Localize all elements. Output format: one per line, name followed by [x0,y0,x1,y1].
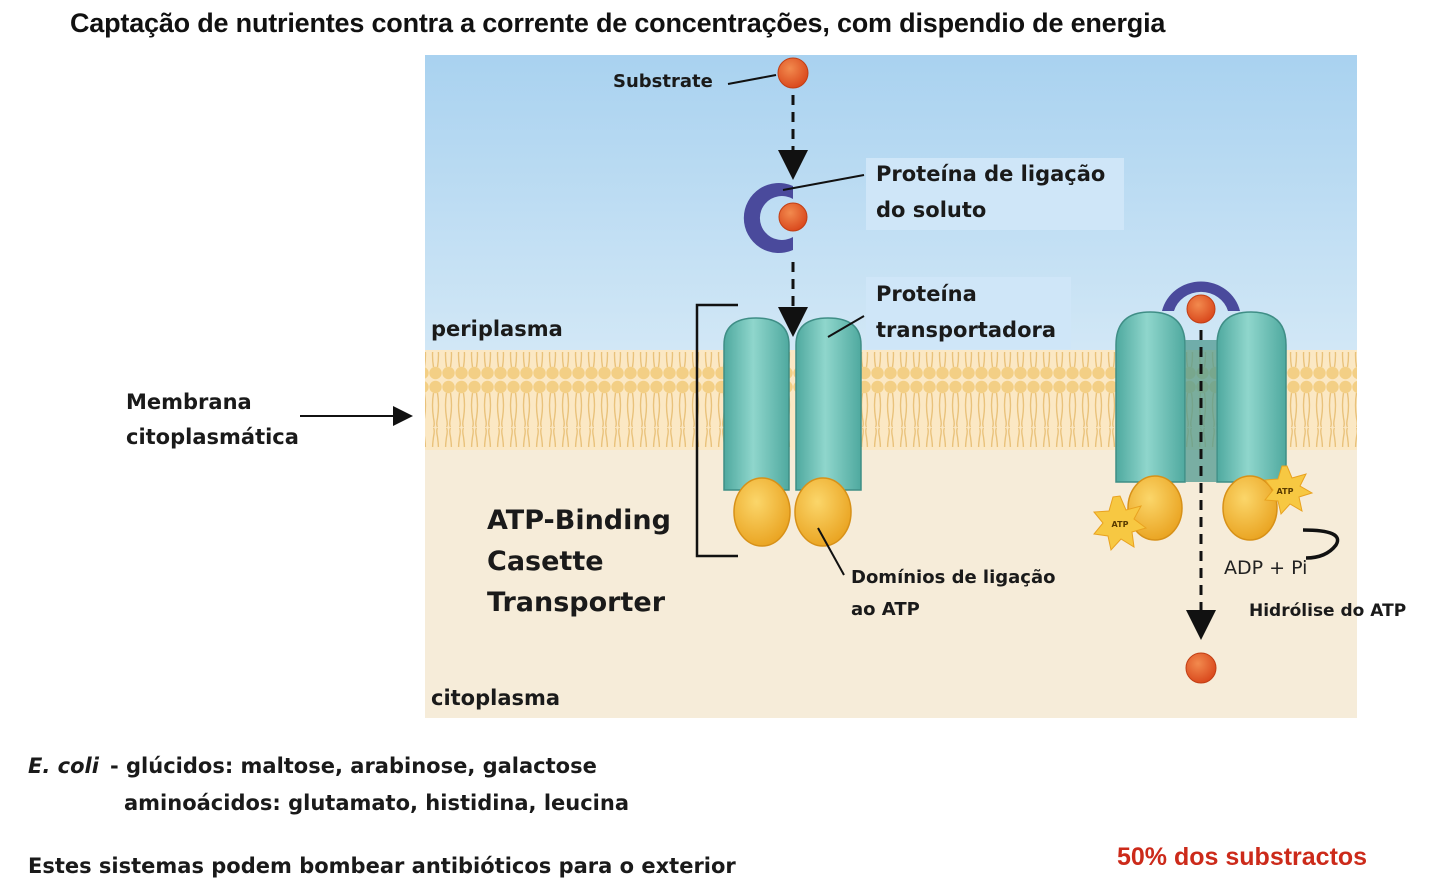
atp-star-label-right: ATP [1277,487,1294,496]
atp-hydrolysis-label: Hidrólise do ATP [1249,601,1407,621]
solute-binding-protein [743,183,793,253]
adp-pi-label: ADP + Pi [1224,557,1308,579]
released-substrate [1185,652,1217,684]
atp-star-label-left: ATP [1112,520,1129,529]
antibiotic-pump-note: Estes sistemas podem bombear antibiótico… [28,854,736,878]
active-atp-domain-right [1222,475,1278,541]
atp-domains-label-line1: Domínios de ligação [851,567,1056,588]
transporter-label-box [866,277,1071,349]
membrane-label-line2: citoplasmática [126,425,299,449]
atp-domains-label-line2: ao ATP [851,599,920,620]
hydrolysis-curved-arrow [1302,528,1340,560]
atp-binding-domain-left [733,477,791,547]
leader-atp-domains [817,527,845,576]
sugars-examples: - glúcidos: maltose, arabinose, galactos… [110,754,597,778]
periplasm-label: periplasma [431,317,563,341]
page-title: Captação de nutrientes contra a corrente… [70,8,1166,38]
atp-binding-domain-right [794,477,852,547]
leader-binding-protein [782,174,865,191]
abc-label-line1: ATP-Binding [487,505,671,536]
amino-acid-examples: aminoácidos: glutamato, histidina, leuci… [124,791,629,815]
transporter-label-line1: Proteína [876,282,977,306]
transporter-subunit-right [795,317,862,491]
cytoplasm-label: citoplasma [431,686,561,710]
substrate-label: Substrate [613,71,713,92]
substrate-percentage-highlight: 50% dos substractos [1117,843,1368,871]
transporter-label-line2: transportadora [876,318,1057,342]
abc-label-line2: Casette [487,546,604,577]
atp-star-left [1092,495,1148,552]
bound-binding-protein [1162,281,1240,311]
active-atp-domain-left [1127,475,1183,541]
atp-star-right [1264,465,1314,516]
transport-channel [1185,340,1217,482]
leader-transporter [827,315,865,338]
bound-substrate [778,202,808,232]
organism-label: E. coli [28,754,99,778]
abc-bracket [695,303,738,558]
binding-protein-label-box [866,158,1124,230]
active-transporter-subunit-right [1216,311,1287,483]
binding-protein-label-line2: do soluto [876,198,987,222]
abc-label-line3: Transporter [487,587,666,618]
binding-protein-label-line1: Proteína de ligação [876,162,1106,186]
membrane-label-line1: Membrana [126,390,252,414]
active-transporter-subunit-left [1115,311,1186,483]
substrate-molecule [777,57,809,89]
substrate-in-channel [1186,294,1216,324]
leader-substrate [727,74,777,85]
transporter-subunit-left [723,317,790,491]
